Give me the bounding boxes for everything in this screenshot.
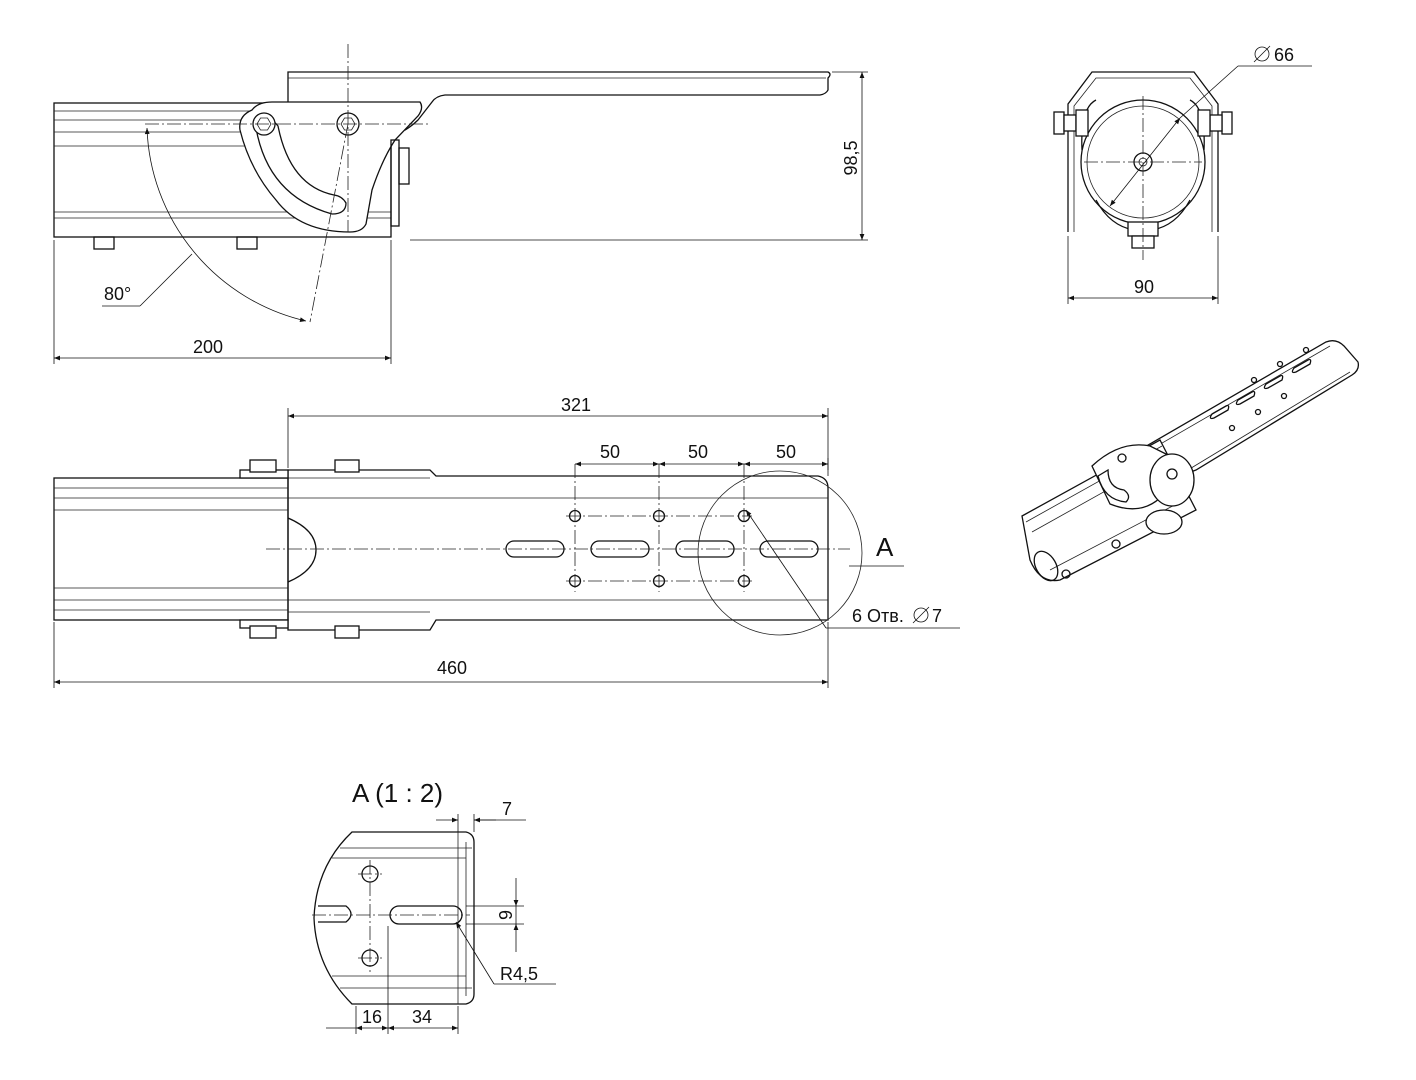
total-length-label: 460 [437,658,467,678]
detail-outline [313,831,475,1005]
dim-34-label: 34 [412,1007,432,1027]
detail-title: A (1 : 2) [352,778,443,808]
top-view: A 6 Отв. 7 321 50 50 50 460 [53,395,960,688]
plate-length-label: 321 [561,395,591,415]
width-90-label: 90 [1134,277,1154,297]
detail-a-marker: A [876,532,894,562]
side-foot-2 [236,236,258,250]
slot-width-label: 9 [496,910,516,920]
top-bolts [239,459,360,639]
top-plate-outline [287,469,829,631]
angle-label: 80° [104,284,131,304]
side-top-plate [287,71,831,131]
diameter-66-label: 66 [1274,45,1294,65]
pitch-2-label: 50 [688,442,708,462]
isometric-view [1021,340,1360,582]
edge-offset-label: 7 [502,799,512,819]
top-tube-cutout [287,517,317,583]
front-bolt-right [1221,111,1233,135]
top-holes [568,509,751,588]
angle-arc [144,127,307,322]
length-200-label: 200 [193,337,223,357]
detail-circle-a [697,470,863,636]
pitch-3-label: 50 [776,442,796,462]
holes-dia-label: 7 [932,606,942,626]
detail-slot-left [318,905,352,923]
iso-clamp-disc [1149,453,1195,507]
radius-label: R4,5 [500,964,538,984]
dim-16-label: 16 [362,1007,382,1027]
front-bolt-left [1053,111,1065,135]
detail-view: A (1 : 2) 7 9 R4,5 [312,778,556,1034]
height-label: 98,5 [841,140,861,175]
holes-note-label: 6 Отв. [852,606,904,626]
side-clamp [390,139,400,227]
top-tube [53,477,289,621]
front-view: 66 90 [1053,45,1312,304]
pitch-1-label: 50 [600,442,620,462]
side-view: 80° 200 98,5 [53,44,868,364]
side-foot-1 [93,236,115,250]
